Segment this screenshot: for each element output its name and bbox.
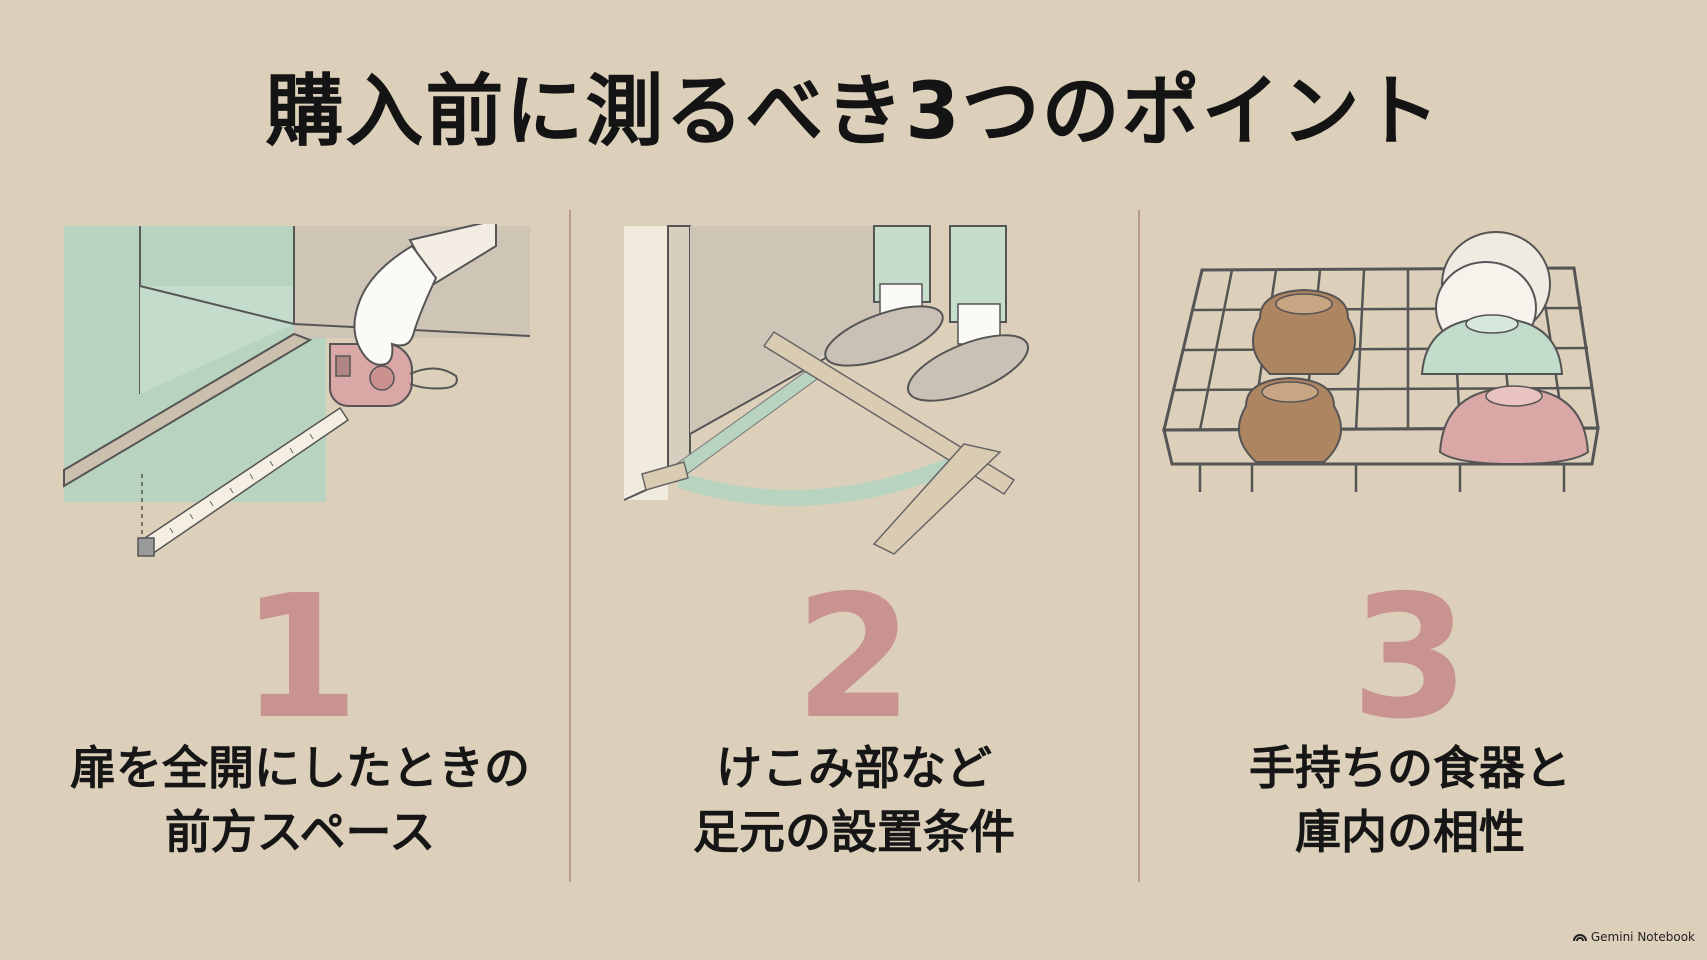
divider-left xyxy=(569,210,571,882)
point-2: 2 けこみ部など 足元の設置条件 xyxy=(584,0,1124,960)
point-number: 3 xyxy=(1350,559,1470,757)
point-caption: けこみ部など 足元の設置条件 xyxy=(584,736,1124,864)
point-3: 3 手持ちの食器と 庫内の相性 xyxy=(1140,0,1680,960)
point-caption-line: 足元の設置条件 xyxy=(693,805,1015,859)
point-caption: 扉を全開にしたときの 前方スペース xyxy=(30,736,570,864)
point-caption-line: けこみ部など xyxy=(716,741,992,795)
brand-mark: Gemini Notebook xyxy=(1572,930,1695,944)
point-caption-line: 手持ちの食器と xyxy=(1249,741,1571,795)
point-caption-line: 扉を全開にしたときの xyxy=(70,741,530,795)
page-title: 購入前に測るべき3つのポイント xyxy=(265,67,1442,157)
point-1: 1 扉を全開にしたときの 前方スペース xyxy=(30,0,570,960)
point-number: 1 xyxy=(240,559,360,757)
brand-label: Gemini Notebook xyxy=(1590,930,1695,944)
point-caption-line: 庫内の相性 xyxy=(1295,805,1525,859)
divider-right xyxy=(1138,210,1140,882)
door-swing-icon xyxy=(623,225,1030,555)
point-number: 2 xyxy=(794,559,914,757)
dish-rack-icon xyxy=(1162,231,1600,492)
point-caption-line: 前方スペース xyxy=(164,805,436,859)
tape-measure-icon xyxy=(63,224,531,557)
gemini-logo-icon xyxy=(1572,934,1587,942)
point-caption: 手持ちの食器と 庫内の相性 xyxy=(1140,736,1680,864)
